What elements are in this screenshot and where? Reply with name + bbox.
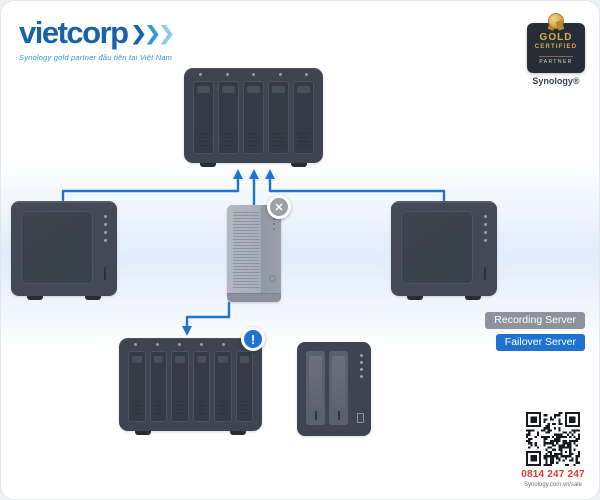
drive-bay [149, 351, 167, 422]
logo-text: vietcorp [19, 15, 129, 50]
drive-bay [214, 351, 232, 422]
nas-chassis [119, 338, 262, 435]
exclamation-icon: ! [250, 331, 256, 347]
x-icon: ✕ [274, 201, 284, 214]
offline-status-badge: ✕ [267, 195, 291, 219]
drive-bay [171, 351, 189, 422]
drive-bays [306, 351, 348, 425]
device-feet [407, 296, 481, 300]
medal-icon [548, 13, 564, 29]
failover-server-label: Failover Server [495, 334, 585, 351]
led-indicators [484, 215, 487, 242]
vietcorp-logo: vietcorp Synology gold partner đầu tiên … [19, 17, 173, 62]
nas-bottom-unit [119, 338, 262, 435]
logo-tagline: Synology gold partner đầu tiên tại Việt … [19, 53, 173, 62]
nas-main-unit [184, 68, 323, 167]
drive-bay [268, 81, 289, 154]
device-feet [27, 296, 101, 300]
device-feet [135, 431, 246, 435]
nas-chassis [11, 201, 117, 300]
front-door [21, 211, 93, 284]
nas-center-tower [227, 205, 281, 302]
drive-bay [128, 351, 146, 422]
website-text: Synology.com.vn/sale [524, 482, 582, 488]
badge-shield: GOLD CERTIFIED PARTNER [527, 23, 585, 73]
recording-server-label: Recording Server [485, 312, 585, 329]
drive-bays [193, 81, 314, 154]
drive-bay [192, 351, 210, 422]
gold-certified-badge: GOLD CERTIFIED PARTNER Synology® [527, 13, 585, 86]
nas-two-bay-unit [297, 342, 371, 436]
led-indicators [360, 354, 363, 378]
device-base [227, 293, 281, 302]
drive-bay [193, 81, 214, 154]
badge-gold-text: GOLD [539, 32, 573, 43]
led-indicators [104, 215, 107, 242]
chevron-right-icon [132, 24, 173, 45]
drive-bay [243, 81, 264, 154]
nas-chassis [391, 201, 497, 300]
drive-bay [306, 351, 325, 425]
synology-wordmark: Synology® [532, 76, 580, 86]
usb-port [357, 413, 364, 423]
contact-block: 0814 247 247 Synology.com.vn/sale [520, 412, 586, 488]
drive-bays [128, 351, 253, 422]
nas-right-unit [391, 201, 497, 300]
badge-certified-text: CERTIFIED [534, 44, 578, 50]
drive-bay [329, 351, 348, 425]
led-indicators [134, 343, 247, 346]
nas-chassis [184, 68, 323, 167]
drive-bay [293, 81, 314, 154]
alert-status-badge: ! [241, 327, 265, 351]
vent-grille [233, 212, 259, 290]
usb-slot [104, 267, 106, 280]
nas-chassis [227, 205, 281, 302]
usb-slot [484, 267, 486, 280]
power-button [269, 275, 276, 282]
drive-bay [218, 81, 239, 154]
nas-left-unit [11, 201, 117, 300]
led-indicators [199, 73, 308, 76]
badge-partner-text: PARTNER [539, 56, 573, 65]
device-feet [200, 163, 307, 167]
qr-code [526, 412, 580, 466]
nas-chassis [297, 342, 371, 436]
phone-number: 0814 247 247 [521, 469, 585, 480]
front-door [401, 211, 473, 284]
drive-bay [235, 351, 253, 422]
